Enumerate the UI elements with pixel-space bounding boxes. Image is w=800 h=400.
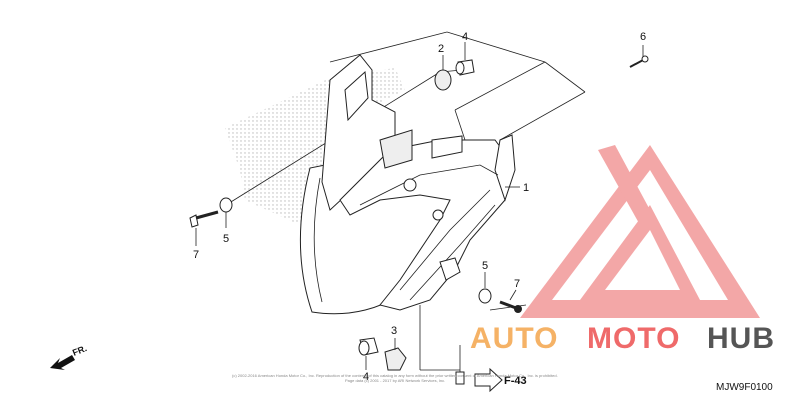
washer-part-5-right — [478, 272, 492, 304]
watermark-text-auto: AUTO — [470, 322, 558, 355]
front-direction-arrow-icon — [50, 355, 75, 370]
watermark-text-moto: MOTO — [587, 322, 680, 355]
callout-2: 2 — [438, 43, 444, 55]
callout-3: 3 — [391, 325, 397, 337]
reference-leaders — [419, 305, 465, 385]
reference-label: F-43 — [504, 375, 527, 387]
reference-arrow-icon — [474, 367, 503, 393]
screw-part-6 — [629, 45, 649, 68]
copyright-line-1: (c) 2002-2016 American Honda Motor Co., … — [232, 373, 558, 378]
collar-part-4-bottom — [358, 337, 379, 370]
headlight-housing — [321, 54, 516, 311]
callout-4-bottom: 4 — [363, 371, 369, 383]
callout-5-left: 5 — [223, 233, 229, 245]
diagram-code: MJW9F0100 — [716, 382, 773, 393]
bolt-part-7-left — [189, 210, 219, 246]
callout-1: 1 — [523, 182, 529, 194]
direction-label: FR. — [71, 343, 88, 358]
callout-7-right: 7 — [514, 278, 520, 290]
callout-7-left: 7 — [193, 249, 199, 261]
grommet-part-3 — [384, 338, 407, 371]
callout-4-top: 4 — [462, 31, 468, 43]
collar-part-4-top — [455, 42, 475, 76]
washer-part-5-left — [219, 197, 233, 228]
grommet-part-2 — [434, 55, 452, 91]
bolt-part-7-right — [499, 289, 522, 313]
watermark-logo-icon — [520, 145, 760, 318]
watermark-text-hub: HUB — [707, 322, 775, 355]
copyright-line-2: Page data (c) 2001 - 2017 by ARI Network… — [345, 378, 445, 383]
callout-5-right: 5 — [482, 260, 488, 272]
callout-6: 6 — [640, 31, 646, 43]
